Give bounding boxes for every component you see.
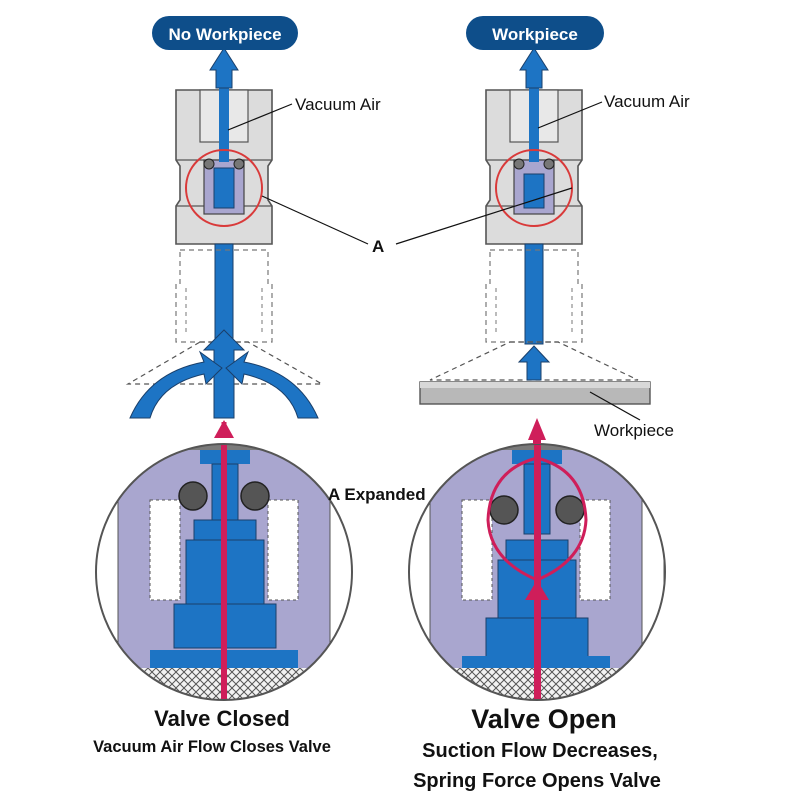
right-caption-title: Valve Open	[471, 704, 617, 734]
leader-lines	[227, 101, 641, 421]
left-caption-subtitle: Vacuum Air Flow Closes Valve	[93, 738, 331, 756]
right-caption-subtitle-2: Spring Force Opens Valve	[413, 770, 661, 792]
workpiece-label: Workpiece	[594, 421, 674, 440]
left-vacuum-air-label: Vacuum Air	[295, 95, 381, 114]
workpiece-badge-label: Workpiece	[492, 25, 578, 44]
a-expanded-label: A Expanded	[328, 485, 426, 504]
right-caption-subtitle-1: Suction Flow Decreases,	[422, 740, 658, 762]
right-valve-assembly	[429, 47, 639, 381]
left-valve-assembly	[125, 47, 325, 419]
right-vacuum-air-label: Vacuum Air	[604, 92, 690, 111]
right-expanded-view	[408, 418, 666, 701]
left-expanded-view	[95, 420, 353, 701]
no-workpiece-badge: No Workpiece	[152, 16, 298, 50]
workpiece-badge: Workpiece	[466, 16, 604, 50]
workpiece-plate	[419, 381, 651, 405]
no-workpiece-badge-label: No Workpiece	[168, 25, 281, 44]
left-caption-title: Valve Closed	[154, 706, 290, 731]
section-a-label: A	[372, 237, 384, 256]
